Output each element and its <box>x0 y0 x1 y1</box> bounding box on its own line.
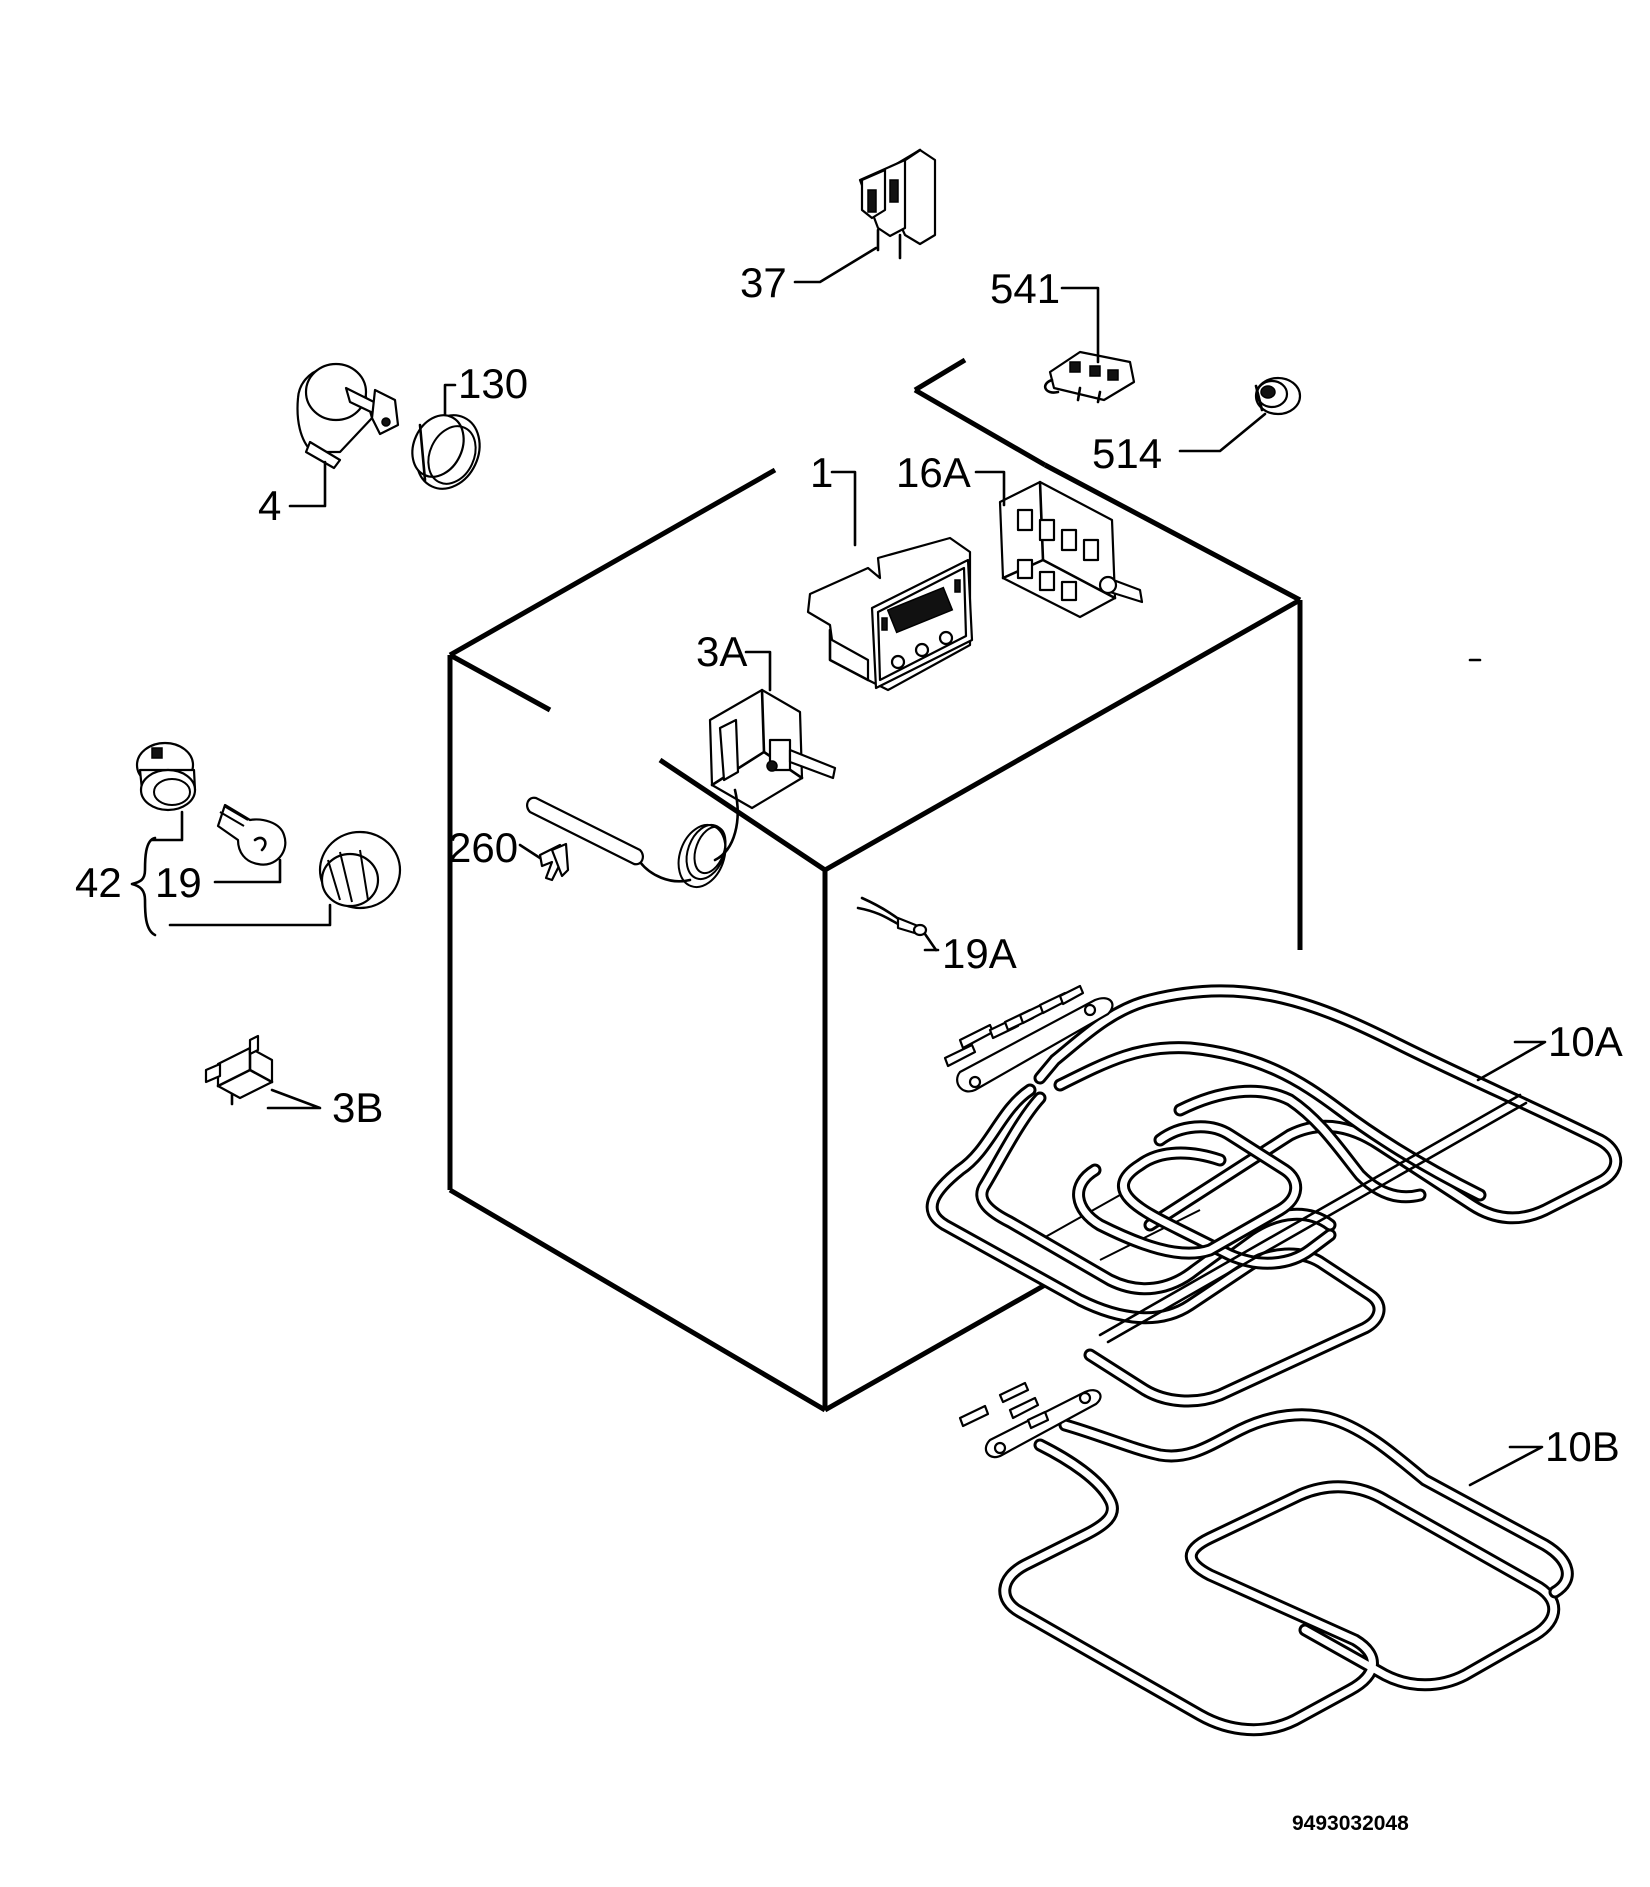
part-260-clip-drawing <box>538 842 570 882</box>
drawing-code: 9493032048 <box>1292 1812 1409 1835</box>
leader-lines <box>130 246 1547 1487</box>
part-541-switch-drawing <box>1043 350 1136 404</box>
part-514-grommet-drawing <box>1254 376 1302 416</box>
label-260: 260 <box>448 824 518 871</box>
oven-cavity-box <box>447 357 1303 1413</box>
label-4: 4 <box>258 482 281 529</box>
label-10a: 10A <box>1548 1018 1623 1065</box>
label-42: 42 <box>75 859 122 906</box>
part-4-motor-drawing <box>296 362 400 470</box>
part-42-lamp-assembly-drawing <box>135 741 402 910</box>
part-16a-selector-switch-drawing <box>998 480 1144 619</box>
label-19a: 19A <box>942 930 1017 977</box>
label-130: 130 <box>458 360 528 407</box>
label-16a: 16A <box>896 449 971 496</box>
part-10b-bottom-element-drawing <box>958 1381 1574 1737</box>
part-1-timer-drawing <box>806 536 974 692</box>
label-3a: 3A <box>696 628 747 675</box>
part-labels: 37 541 130 514 4 1 16A 3A 42 19 260 19A … <box>75 259 1623 1835</box>
label-1: 1 <box>810 449 833 496</box>
label-37: 37 <box>740 259 787 306</box>
part-10a-grill-element-drawing <box>925 984 1623 1408</box>
label-19: 19 <box>155 859 202 906</box>
label-514: 514 <box>1092 430 1162 477</box>
part-3b-safety-thermostat-drawing <box>204 1034 274 1106</box>
label-10b: 10B <box>1545 1423 1620 1470</box>
part-3a-thermostat-drawing <box>526 688 837 888</box>
label-3b: 3B <box>332 1084 383 1131</box>
part-37-terminal-block-drawing <box>858 148 937 260</box>
part-19a-probe-drawing <box>856 896 928 937</box>
part-130-ring-drawing <box>411 414 481 490</box>
label-541: 541 <box>990 265 1060 312</box>
